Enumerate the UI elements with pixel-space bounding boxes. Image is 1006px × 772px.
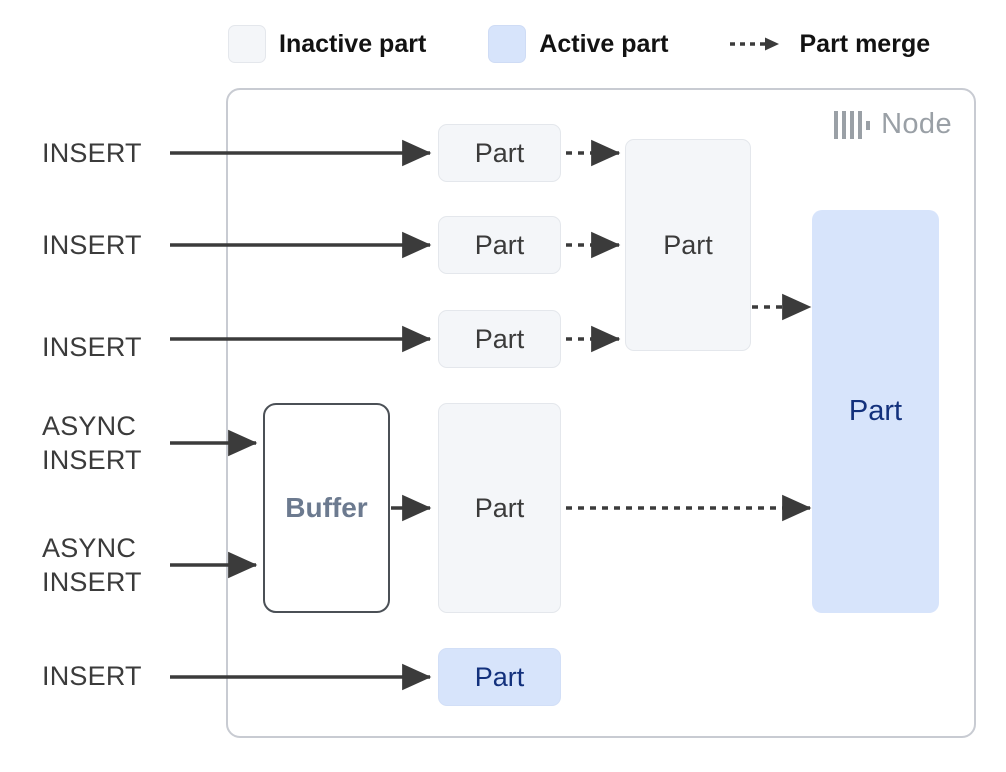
query-label-insert-1: INSERT: [42, 138, 142, 168]
node-label: Node: [833, 108, 952, 141]
query-label-async-insert-2: ASYNC INSERT: [42, 533, 142, 597]
merged-part-box-mid[interactable]: Part: [625, 139, 751, 351]
query-label-insert-2: INSERT: [42, 230, 142, 260]
legend-item-inactive-part: Inactive part: [228, 25, 426, 63]
node-label-text: Node: [881, 108, 952, 140]
part-box-2[interactable]: Part: [438, 216, 561, 274]
merged-part-box-mid-label: Part: [663, 229, 713, 260]
part-box-5-label: Part: [474, 661, 525, 692]
clickhouse-logo-icon: [833, 110, 871, 139]
part-box-3-label: Part: [474, 323, 525, 354]
part-box-4-label: Part: [474, 492, 525, 523]
node-container: Node: [226, 88, 976, 738]
part-box-2-label: Part: [474, 229, 525, 260]
part-box-3[interactable]: Part: [438, 310, 561, 368]
part-box-1[interactable]: Part: [438, 124, 561, 182]
merged-part-box-final[interactable]: Part: [812, 210, 939, 613]
query-label-insert-4: INSERT: [42, 661, 142, 691]
legend-item-active-part: Active part: [488, 25, 669, 63]
inactive-part-swatch-icon: [228, 25, 266, 63]
query-label-async-insert-1: ASYNC INSERT: [42, 411, 142, 475]
legend-label-inactive-part: Inactive part: [279, 29, 427, 58]
query-label-insert-3: INSERT: [42, 332, 142, 362]
buffer-box[interactable]: Buffer: [263, 403, 390, 613]
legend-item-part-merge: Part merge: [729, 29, 931, 59]
part-box-4-async[interactable]: Part: [438, 403, 561, 613]
part-box-5-active[interactable]: Part: [438, 648, 561, 706]
buffer-box-label: Buffer: [285, 492, 368, 523]
legend: Inactive part Active part Part merge: [228, 20, 930, 68]
legend-label-part-merge: Part merge: [799, 29, 931, 58]
legend-label-active-part: Active part: [539, 29, 669, 58]
active-part-swatch-icon: [488, 25, 527, 63]
part-box-1-label: Part: [474, 137, 525, 168]
merged-part-box-final-label: Part: [848, 395, 903, 427]
dashed-arrow-icon: [729, 37, 787, 51]
